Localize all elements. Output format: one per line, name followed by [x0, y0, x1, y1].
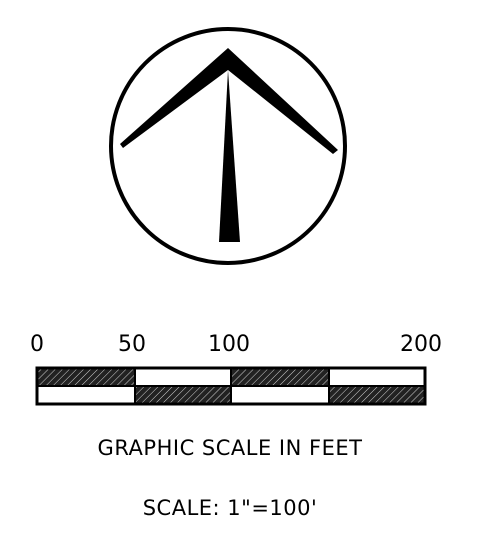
- scale-segment-bottom-3: [230, 385, 330, 405]
- scale-segment-top-1: [36, 367, 136, 387]
- scale-segment-top-3: [230, 367, 330, 387]
- scale-ratio-caption: SCALE: 1"=100': [142, 496, 318, 520]
- scale-label-200: 200: [400, 332, 442, 357]
- scale-segment-top-4: [328, 367, 426, 387]
- scale-bar: [35, 366, 427, 406]
- scale-segment-bottom-4: [328, 385, 426, 405]
- scale-label-0: 0: [30, 332, 44, 357]
- north-arrow-circle: [109, 27, 347, 265]
- scale-label-100: 100: [208, 332, 250, 357]
- scale-units-caption: GRAPHIC SCALE IN FEET: [97, 436, 363, 460]
- scale-segment-bottom-2: [134, 385, 232, 405]
- north-arrow-icon: [109, 27, 347, 265]
- scale-segment-top-2: [134, 367, 232, 387]
- scale-segment-bottom-1: [36, 385, 136, 405]
- north-arrow-chevron: [120, 48, 338, 154]
- north-arrow-shaft: [219, 70, 240, 242]
- scale-label-50: 50: [118, 332, 146, 357]
- scale-bar-border: [35, 366, 427, 406]
